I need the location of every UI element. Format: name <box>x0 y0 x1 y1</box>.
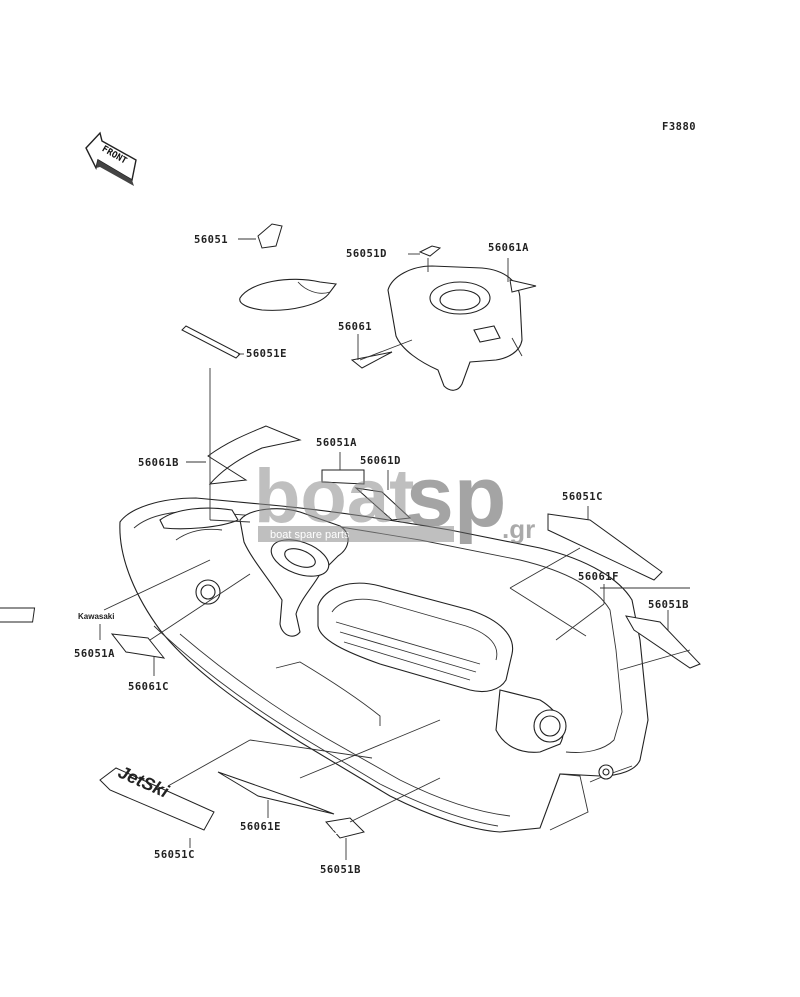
label-56061f: 56061F <box>578 571 619 583</box>
decal-56051a-top <box>321 469 365 485</box>
decal-56061a <box>509 279 537 293</box>
jetski-decal: JetSki <box>99 762 215 831</box>
ss-decal-text: SS <box>262 233 277 245</box>
decal-56051e <box>181 325 241 359</box>
label-56051b-bottom: 56051B <box>320 864 361 876</box>
leader-lines <box>99 238 691 860</box>
label-56051b-right: 56051B <box>648 599 689 611</box>
figure-code: F3880 <box>662 121 696 133</box>
ss-decal-bottom-text: SS <box>332 825 347 837</box>
label-56061d: 56061D <box>360 455 401 467</box>
decal-56061d <box>354 487 412 521</box>
decal-56051c-right <box>547 513 663 581</box>
kawasaki-text: Kawasaki <box>78 612 114 621</box>
label-56051d: 56051D <box>346 248 387 260</box>
watermark-suffix: .gr <box>502 514 535 544</box>
label-56051: 56051 <box>194 234 228 246</box>
decal-56061b <box>207 425 302 485</box>
label-56051a-left: 56051A <box>74 648 115 660</box>
hatch-cover-part <box>387 265 523 391</box>
label-56061b: 56061B <box>138 457 179 469</box>
label-56051e: 56051E <box>246 348 287 360</box>
label-56051c-bottom: 56051C <box>154 849 195 861</box>
label-56061: 56061 <box>338 321 372 333</box>
ss-decal-top: SS <box>257 223 283 249</box>
watermark-tagline: boat spare parts <box>270 529 350 541</box>
kawasaki-decal: Kawasaki <box>0 607 114 623</box>
seat-part <box>239 278 338 311</box>
decal-56061c <box>110 633 166 659</box>
decal-56051b-right <box>625 615 701 669</box>
label-56051c-right: 56051C <box>562 491 603 503</box>
label-56051a-top: 56051A <box>316 437 357 449</box>
decal-56051d <box>418 245 442 257</box>
label-56061c: 56061C <box>128 681 169 693</box>
front-arrow-icon: FRONT <box>85 131 137 186</box>
decal-56061 <box>350 351 393 369</box>
ss-decal-bottom: SS <box>325 817 365 839</box>
label-56061a: 56061A <box>488 242 529 254</box>
label-56061e: 56061E <box>240 821 281 833</box>
decal-56061e <box>217 771 335 815</box>
boatsp-watermark: boat sp .gr boat spare parts <box>254 449 535 545</box>
hull-body <box>119 497 649 833</box>
watermark-boat: boat <box>254 454 414 539</box>
